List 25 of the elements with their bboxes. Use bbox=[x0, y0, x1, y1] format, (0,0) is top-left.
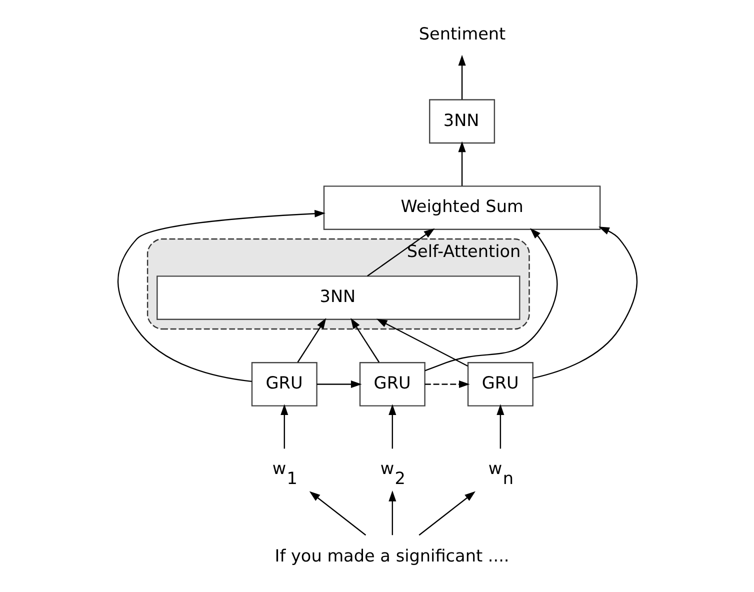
arrow bbox=[496, 404, 504, 449]
node-text: Sentiment bbox=[418, 23, 506, 44]
arrow bbox=[388, 490, 396, 536]
node-box: GRU bbox=[466, 362, 533, 406]
arrow bbox=[388, 404, 396, 449]
arrow bbox=[418, 491, 475, 536]
arrow bbox=[424, 380, 470, 388]
arrow bbox=[532, 226, 637, 379]
node-box: Weighted Sum bbox=[322, 186, 600, 230]
arrow bbox=[308, 491, 366, 536]
node-box: GRU bbox=[250, 362, 317, 406]
arrow bbox=[458, 54, 466, 100]
arrow bbox=[366, 228, 434, 277]
arrow bbox=[458, 141, 466, 186]
arrow bbox=[350, 318, 380, 363]
arrow bbox=[316, 380, 362, 388]
arrow bbox=[376, 318, 468, 367]
arrow bbox=[116, 210, 325, 382]
node-box: GRU bbox=[358, 362, 425, 406]
node-text: If you made a significant .... bbox=[274, 546, 509, 566]
arrow bbox=[424, 228, 558, 372]
node-box: 3NN bbox=[156, 276, 520, 320]
arrow bbox=[280, 404, 288, 449]
arrow bbox=[296, 318, 326, 363]
node-box: 3NN bbox=[428, 99, 495, 144]
